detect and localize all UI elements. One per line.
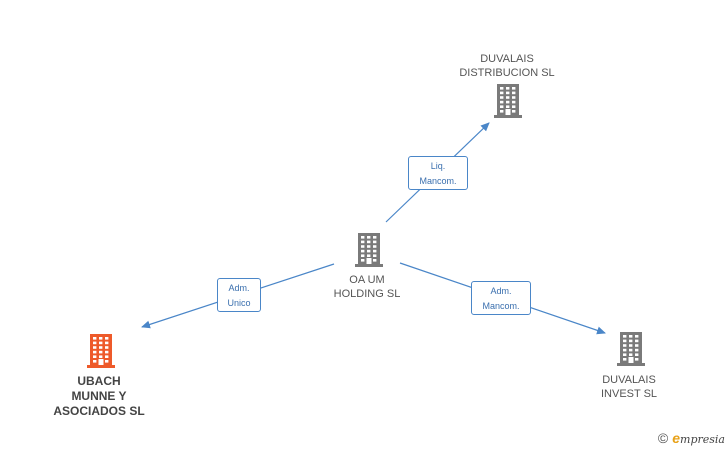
edge-label-duvalais-distribucion[interactable]: Liq. Mancom.	[408, 156, 468, 190]
node-label-line: ASOCIADOS SL	[53, 404, 145, 418]
edge-label-line: Adm.	[490, 286, 512, 296]
building-icon-duvalais-invest[interactable]	[617, 332, 645, 366]
edge-label-line: Liq.	[430, 161, 446, 171]
edge-label-line: Mancom.	[482, 301, 520, 311]
edge-label-ubach-munne[interactable]: Adm. Unico	[217, 278, 261, 312]
node-label-duvalais-distribucion[interactable]: DUVALAIS DISTRIBUCION SL	[459, 52, 554, 80]
edge-label-line: Adm.	[228, 283, 250, 293]
empresia-logo: empresia	[672, 430, 725, 446]
node-label-line: UBACH	[77, 374, 121, 388]
node-label-line: OA UM	[349, 274, 385, 286]
edge-label-line: Mancom.	[419, 176, 457, 186]
node-label-line: DUVALAIS	[480, 53, 534, 65]
node-label-duvalais-invest[interactable]: DUVALAIS INVEST SL	[601, 373, 657, 401]
node-label-line: DUVALAIS	[602, 374, 656, 386]
edge-label-line: Unico	[227, 298, 251, 308]
node-label-line: DISTRIBUCION SL	[459, 67, 555, 79]
node-label-oa-um-holding[interactable]: OA UM HOLDING SL	[334, 273, 401, 301]
node-label-line: INVEST SL	[600, 388, 658, 400]
edge-label-duvalais-invest[interactable]: Adm. Mancom.	[471, 281, 531, 315]
building-icon-ubach-munne[interactable]	[87, 334, 115, 368]
footer-brand: © empresia	[658, 430, 725, 446]
building-icon-oa-um-holding[interactable]	[355, 233, 383, 267]
node-label-line: MUNNE Y	[71, 389, 127, 403]
building-icon-duvalais-distribucion[interactable]	[494, 84, 522, 118]
node-label-line: HOLDING SL	[333, 288, 401, 300]
copyright-symbol: ©	[657, 430, 669, 446]
